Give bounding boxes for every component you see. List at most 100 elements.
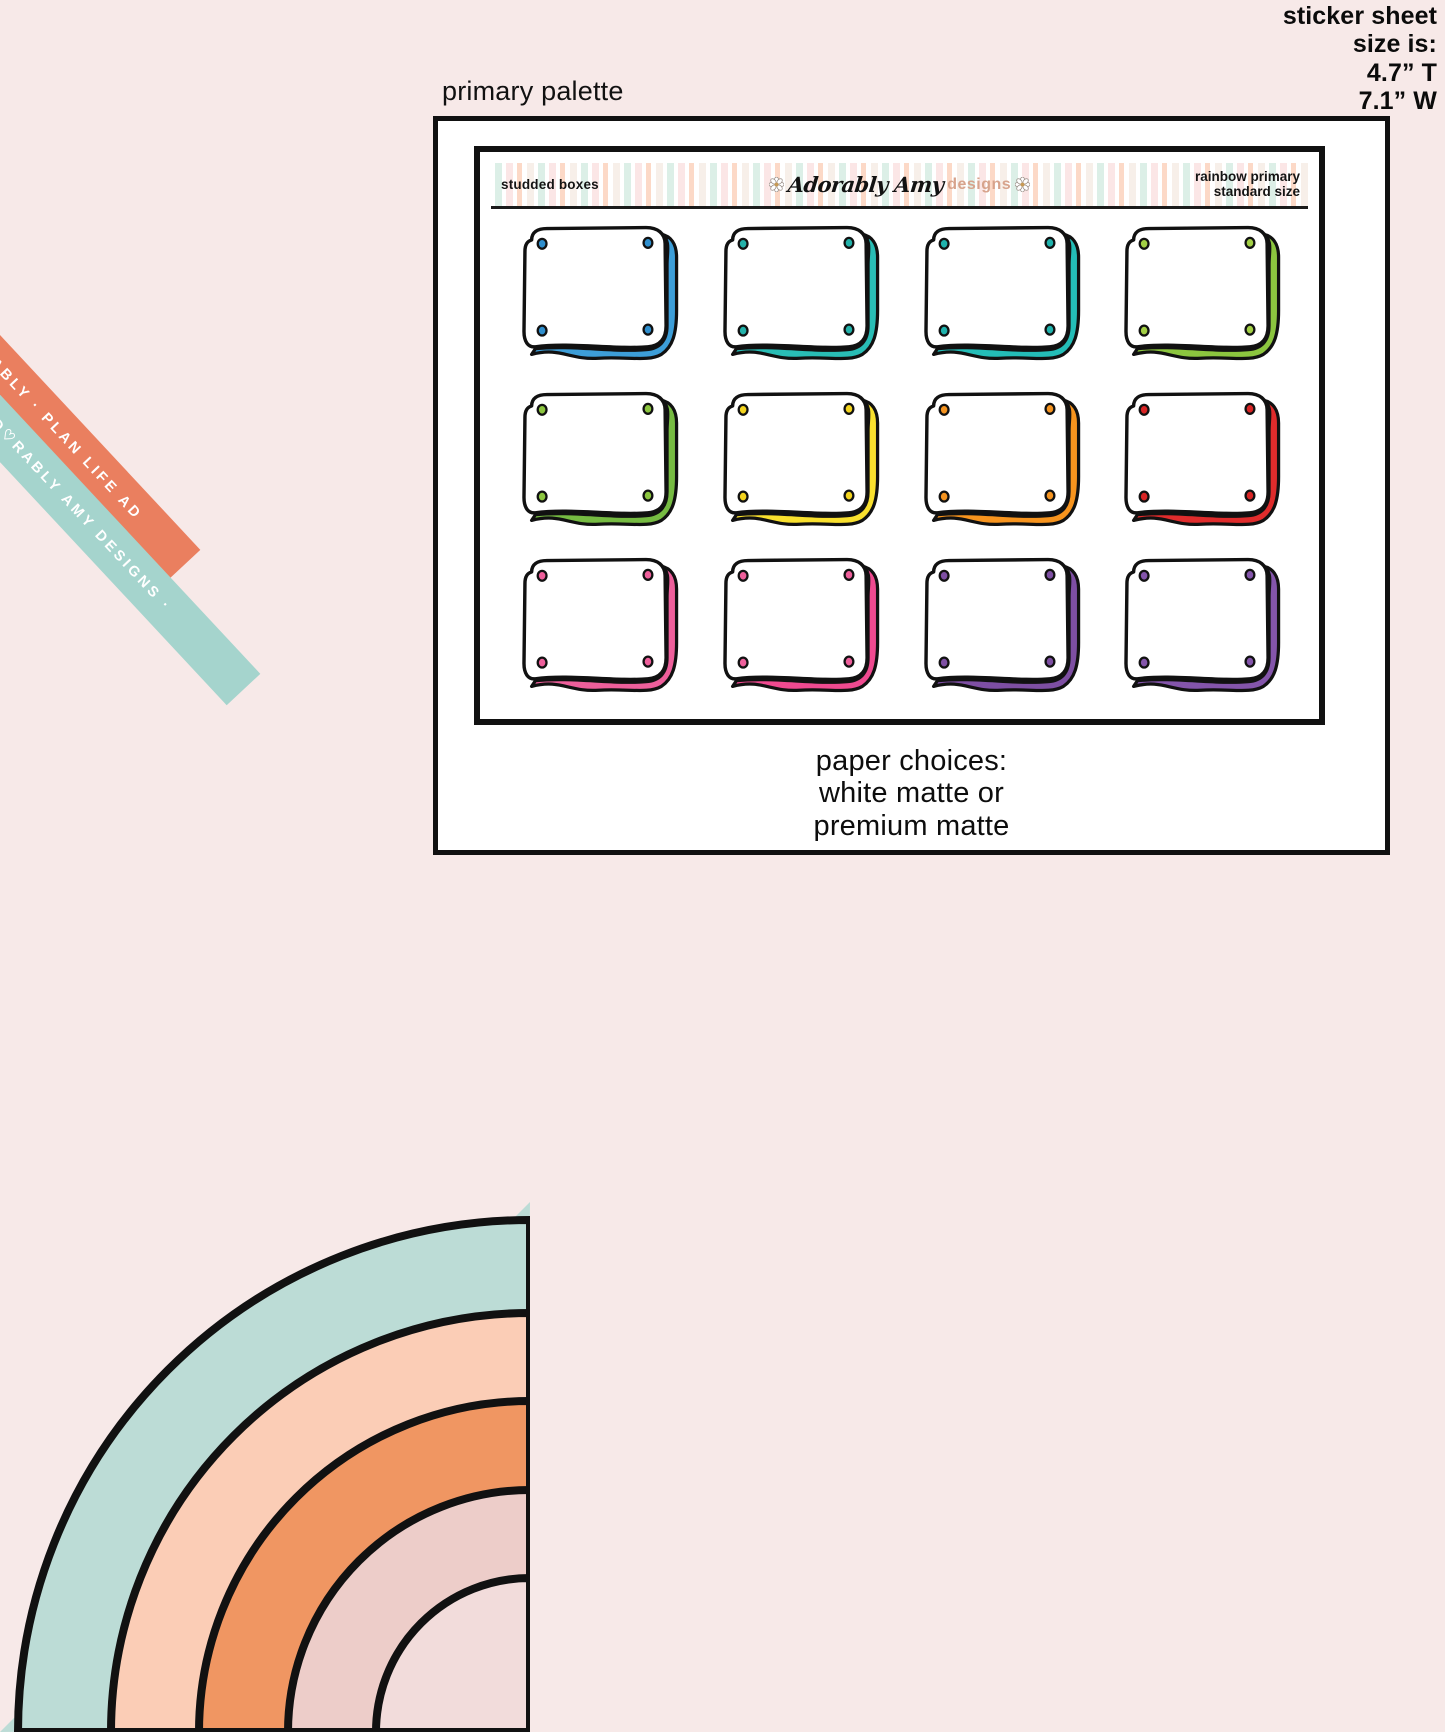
stud-icon — [1138, 324, 1150, 337]
size-note-line-2: size is: — [1352, 30, 1437, 59]
stud-icon — [843, 489, 855, 502]
size-note-line-3: 4.7” T — [1366, 58, 1437, 87]
sticker-cell[interactable] — [503, 385, 694, 547]
stud-icon — [843, 323, 855, 336]
stud-icon — [938, 403, 950, 417]
sticker-cell[interactable] — [1105, 219, 1296, 381]
sticker-grid — [491, 209, 1308, 708]
sheet-header-right-line-2: standard size — [1213, 183, 1300, 199]
studded-box-yellow[interactable] — [704, 385, 895, 547]
stud-icon — [737, 237, 749, 250]
sticker-body — [1124, 391, 1271, 516]
paper-choices-line-2: white matte or — [819, 777, 1004, 810]
sticker-shadow — [529, 564, 679, 693]
sticker-body — [723, 225, 869, 350]
stud-icon — [1043, 236, 1055, 249]
sticker-cell[interactable] — [905, 551, 1096, 708]
sheet-header: studded boxes — [491, 163, 1308, 209]
stud-icon — [642, 323, 654, 336]
sticker-cell[interactable] — [905, 219, 1096, 381]
sticker-shadow — [931, 232, 1080, 361]
studded-box-magenta[interactable] — [704, 551, 895, 708]
stud-icon — [536, 656, 548, 669]
sticker-sheet-inner-frame: studded boxes — [474, 146, 1325, 725]
sticker-body — [723, 391, 869, 516]
brand-logo-script: Adorably Amy — [786, 172, 945, 197]
sticker-cell[interactable] — [704, 385, 895, 547]
stud-icon — [737, 403, 749, 417]
stud-icon — [1244, 236, 1256, 249]
flower-icon — [768, 177, 784, 192]
stud-icon — [1138, 237, 1150, 250]
brand-logo-designs: designs — [947, 175, 1012, 193]
sticker-cell[interactable] — [1105, 551, 1296, 708]
size-note-line-1: sticker sheet — [1282, 2, 1437, 30]
brand-logo: Adorably Amy designs — [491, 172, 1308, 197]
sticker-body — [923, 391, 1070, 516]
sheet-header-left-label: studded boxes — [501, 177, 599, 192]
sticker-body — [1124, 558, 1271, 682]
stud-icon — [843, 655, 855, 668]
stud-icon — [642, 402, 654, 416]
sticker-body — [1124, 225, 1271, 350]
sticker-shadow — [529, 398, 679, 527]
stud-icon — [1244, 402, 1256, 416]
sticker-cell[interactable] — [503, 551, 694, 708]
stud-icon — [843, 402, 855, 416]
sticker-shadow — [1132, 232, 1281, 361]
stud-icon — [536, 403, 548, 417]
paper-choices-line-1: paper choices: — [815, 745, 1008, 777]
stud-icon — [1244, 323, 1256, 336]
studded-box-red[interactable] — [1105, 385, 1296, 547]
studded-box-violet[interactable] — [1105, 551, 1296, 708]
studded-box-pink[interactable] — [503, 551, 694, 708]
stud-icon — [737, 656, 749, 669]
studded-box-purple[interactable] — [905, 551, 1096, 708]
stud-icon — [938, 490, 950, 503]
stud-icon — [737, 490, 749, 503]
paper-choices-note: paper choices: white matte or premium ma… — [438, 745, 1385, 842]
studded-box-teal-2[interactable] — [905, 219, 1096, 381]
stud-icon — [1043, 568, 1055, 582]
sticker-body — [522, 558, 668, 682]
stud-icon — [642, 236, 654, 249]
stud-icon — [1244, 568, 1256, 582]
stud-icon — [843, 568, 855, 582]
sticker-shadow — [1132, 398, 1281, 527]
sticker-shadow — [730, 564, 879, 693]
stud-icon — [642, 655, 654, 668]
sticker-shadow — [931, 398, 1080, 527]
stud-icon — [737, 324, 749, 337]
stud-icon — [1138, 490, 1150, 503]
sticker-cell[interactable] — [704, 219, 895, 381]
sticker-shadow — [730, 232, 879, 361]
stud-icon — [1138, 403, 1150, 417]
stud-icon — [843, 236, 855, 249]
stud-icon — [1043, 323, 1055, 336]
studded-box-blue[interactable] — [503, 219, 694, 381]
studded-box-green[interactable] — [503, 385, 694, 547]
stud-icon — [536, 569, 548, 583]
studded-box-orange[interactable] — [905, 385, 1096, 547]
stud-icon — [1138, 569, 1150, 583]
sticker-shadow — [1132, 564, 1281, 693]
sticker-cell[interactable] — [503, 219, 694, 381]
sheet-header-right-line-1: rainbow primary — [1194, 169, 1300, 185]
paper-choices-line-3: premium matte — [813, 809, 1010, 842]
stud-icon — [1043, 489, 1055, 502]
stud-icon — [1043, 655, 1055, 668]
sticker-body — [522, 225, 668, 350]
sticker-body — [522, 391, 668, 516]
studded-box-lime[interactable] — [1105, 219, 1296, 381]
stud-icon — [737, 569, 749, 583]
sticker-cell[interactable] — [1105, 385, 1296, 547]
sticker-cell[interactable] — [704, 551, 895, 708]
stud-icon — [1043, 402, 1055, 416]
sticker-cell[interactable] — [905, 385, 1096, 547]
sticker-body — [923, 225, 1070, 350]
stud-icon — [1244, 655, 1256, 668]
stud-icon — [642, 489, 654, 502]
stud-icon — [536, 490, 548, 503]
sticker-body — [923, 558, 1070, 682]
studded-box-teal[interactable] — [704, 219, 895, 381]
